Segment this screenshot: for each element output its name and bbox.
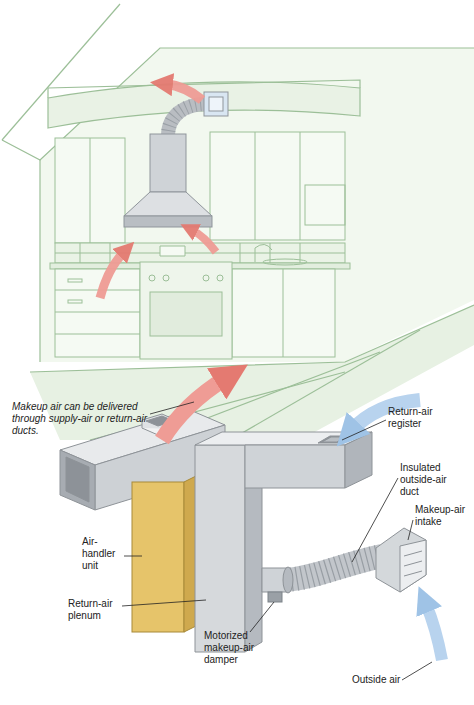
- leader-lines: [402, 662, 432, 680]
- return-plenum-duct: [245, 445, 345, 488]
- makeup-air-intake: [400, 540, 426, 592]
- air-handler-unit: [184, 476, 196, 632]
- supply-trunk-duct: [66, 457, 89, 502]
- callout-label: Makeup air can be delivered through supp…: [12, 401, 162, 437]
- range-oven: [140, 246, 232, 359]
- lower-cabinets: [68, 279, 82, 282]
- room-walls: [40, 48, 474, 362]
- range-hood: [150, 134, 186, 192]
- range-hood: [168, 104, 206, 136]
- outside-air-duct: [286, 556, 382, 580]
- range-oven: [203, 275, 209, 281]
- upper-cabinets: [305, 185, 345, 225]
- outside-air-duct: [286, 556, 382, 580]
- range-hood: [124, 216, 212, 227]
- range-oven: [140, 262, 232, 359]
- leader-lines: [122, 600, 206, 606]
- return-plenum-duct: [195, 445, 245, 652]
- callout-label: Makeup-air intake: [415, 504, 473, 528]
- makeup-airflow-arrows: [162, 378, 226, 440]
- callout-label: Motorized makeup-air damper: [204, 630, 262, 666]
- range-hood: [124, 192, 212, 216]
- sink: [255, 244, 307, 265]
- upper-cabinets: [300, 132, 301, 240]
- leader-lines: [342, 420, 386, 440]
- range-oven: [149, 275, 155, 281]
- return-plenum-duct: [345, 432, 372, 488]
- return-plenum-duct: [195, 432, 372, 652]
- makeup-air-intake: [376, 528, 426, 592]
- makeup-airflow-arrows: [426, 604, 442, 660]
- range-hood: [209, 97, 223, 111]
- range-hood: [168, 104, 206, 136]
- outside-air-duct: [283, 567, 293, 593]
- exhaust-airflow-arrows: [166, 84, 202, 100]
- range-hood: [204, 92, 228, 116]
- leader-lines: [250, 602, 274, 632]
- leader-lines: [150, 402, 194, 414]
- air-handler-unit: [132, 482, 184, 632]
- sink: [263, 259, 307, 265]
- callout-label: Return-air plenum: [68, 598, 122, 622]
- room-walls: [30, 48, 474, 440]
- return-plenum-duct: [245, 480, 262, 652]
- range-oven: [150, 292, 222, 336]
- leader-lines: [352, 478, 398, 562]
- callout-label: Insulated outside-air duct: [400, 462, 464, 498]
- leader-lines: [124, 556, 142, 557]
- upper-cabinets: [90, 138, 91, 243]
- leader-lines: [408, 520, 413, 540]
- callout-label: Air-handler unit: [82, 536, 124, 572]
- house-outline: [2, 4, 474, 440]
- range-hood: [124, 92, 228, 227]
- upper-cabinets: [210, 132, 345, 240]
- lower-cabinets: [55, 269, 140, 357]
- ceiling-soffit: [48, 80, 360, 128]
- air-handler-unit: [132, 476, 196, 632]
- exhaust-airflow-arrows: [192, 230, 216, 252]
- range-oven: [217, 275, 223, 281]
- return-plenum-duct: [322, 437, 345, 442]
- outside-air-duct: [268, 592, 282, 602]
- upper-cabinets: [255, 132, 256, 240]
- upper-cabinets: [55, 132, 345, 243]
- exhaust-airflow-arrows: [100, 84, 216, 298]
- leader-lines: [122, 402, 432, 680]
- house-outline: [39, 160, 40, 362]
- outside-air-duct: [262, 556, 382, 602]
- return-plenum-duct: [318, 436, 352, 443]
- range-oven: [163, 275, 169, 281]
- supply-trunk-duct: [60, 450, 95, 510]
- lower-cabinets: [68, 300, 82, 303]
- callout-label: Return-air register: [388, 406, 450, 430]
- makeup-air-intake: [376, 528, 426, 592]
- range-oven: [160, 246, 185, 256]
- exhaust-airflow-arrows: [100, 252, 124, 298]
- upper-cabinets: [55, 138, 125, 243]
- makeup-air-intake: [404, 551, 422, 576]
- ceiling-soffit: [48, 82, 360, 128]
- callout-label: Outside air: [352, 674, 422, 686]
